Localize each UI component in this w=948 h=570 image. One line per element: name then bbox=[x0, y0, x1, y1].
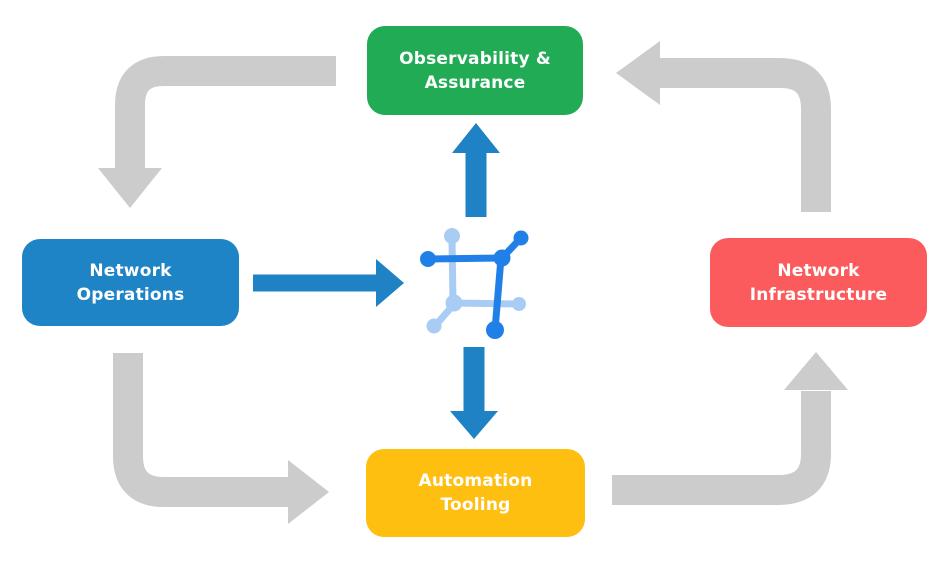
node-observability-assurance: Observability & Assurance bbox=[367, 26, 583, 115]
flow-arrow-infrastructure-to-observability bbox=[616, 41, 831, 212]
node-label-line: Network bbox=[777, 260, 860, 281]
flow-arrow-observability-to-operations bbox=[98, 56, 336, 208]
flow-arrow-center-to-automation bbox=[450, 347, 498, 439]
node-label-line: Operations bbox=[76, 284, 185, 305]
node-label-line: Automation bbox=[418, 471, 533, 491]
flow-arrow-center-to-observability bbox=[452, 123, 500, 217]
node-label-line: Tooling bbox=[440, 495, 511, 515]
node-label-line: Assurance bbox=[424, 72, 526, 93]
flow-arrow-automation-to-infrastructure bbox=[612, 352, 848, 505]
flow-arrow-operations-to-center bbox=[253, 259, 404, 307]
node-network-infrastructure: Network Infrastructure bbox=[710, 238, 927, 327]
network-mesh-icon bbox=[420, 228, 529, 339]
node-label-line: Infrastructure bbox=[749, 284, 888, 305]
node-network-operations: Network Operations bbox=[22, 239, 239, 326]
node-label-line: Network bbox=[89, 260, 172, 281]
node-automation-tooling: Automation Tooling bbox=[366, 449, 585, 537]
flow-arrow-operations-to-automation bbox=[113, 353, 329, 524]
node-label-line: Observability & bbox=[399, 48, 551, 69]
